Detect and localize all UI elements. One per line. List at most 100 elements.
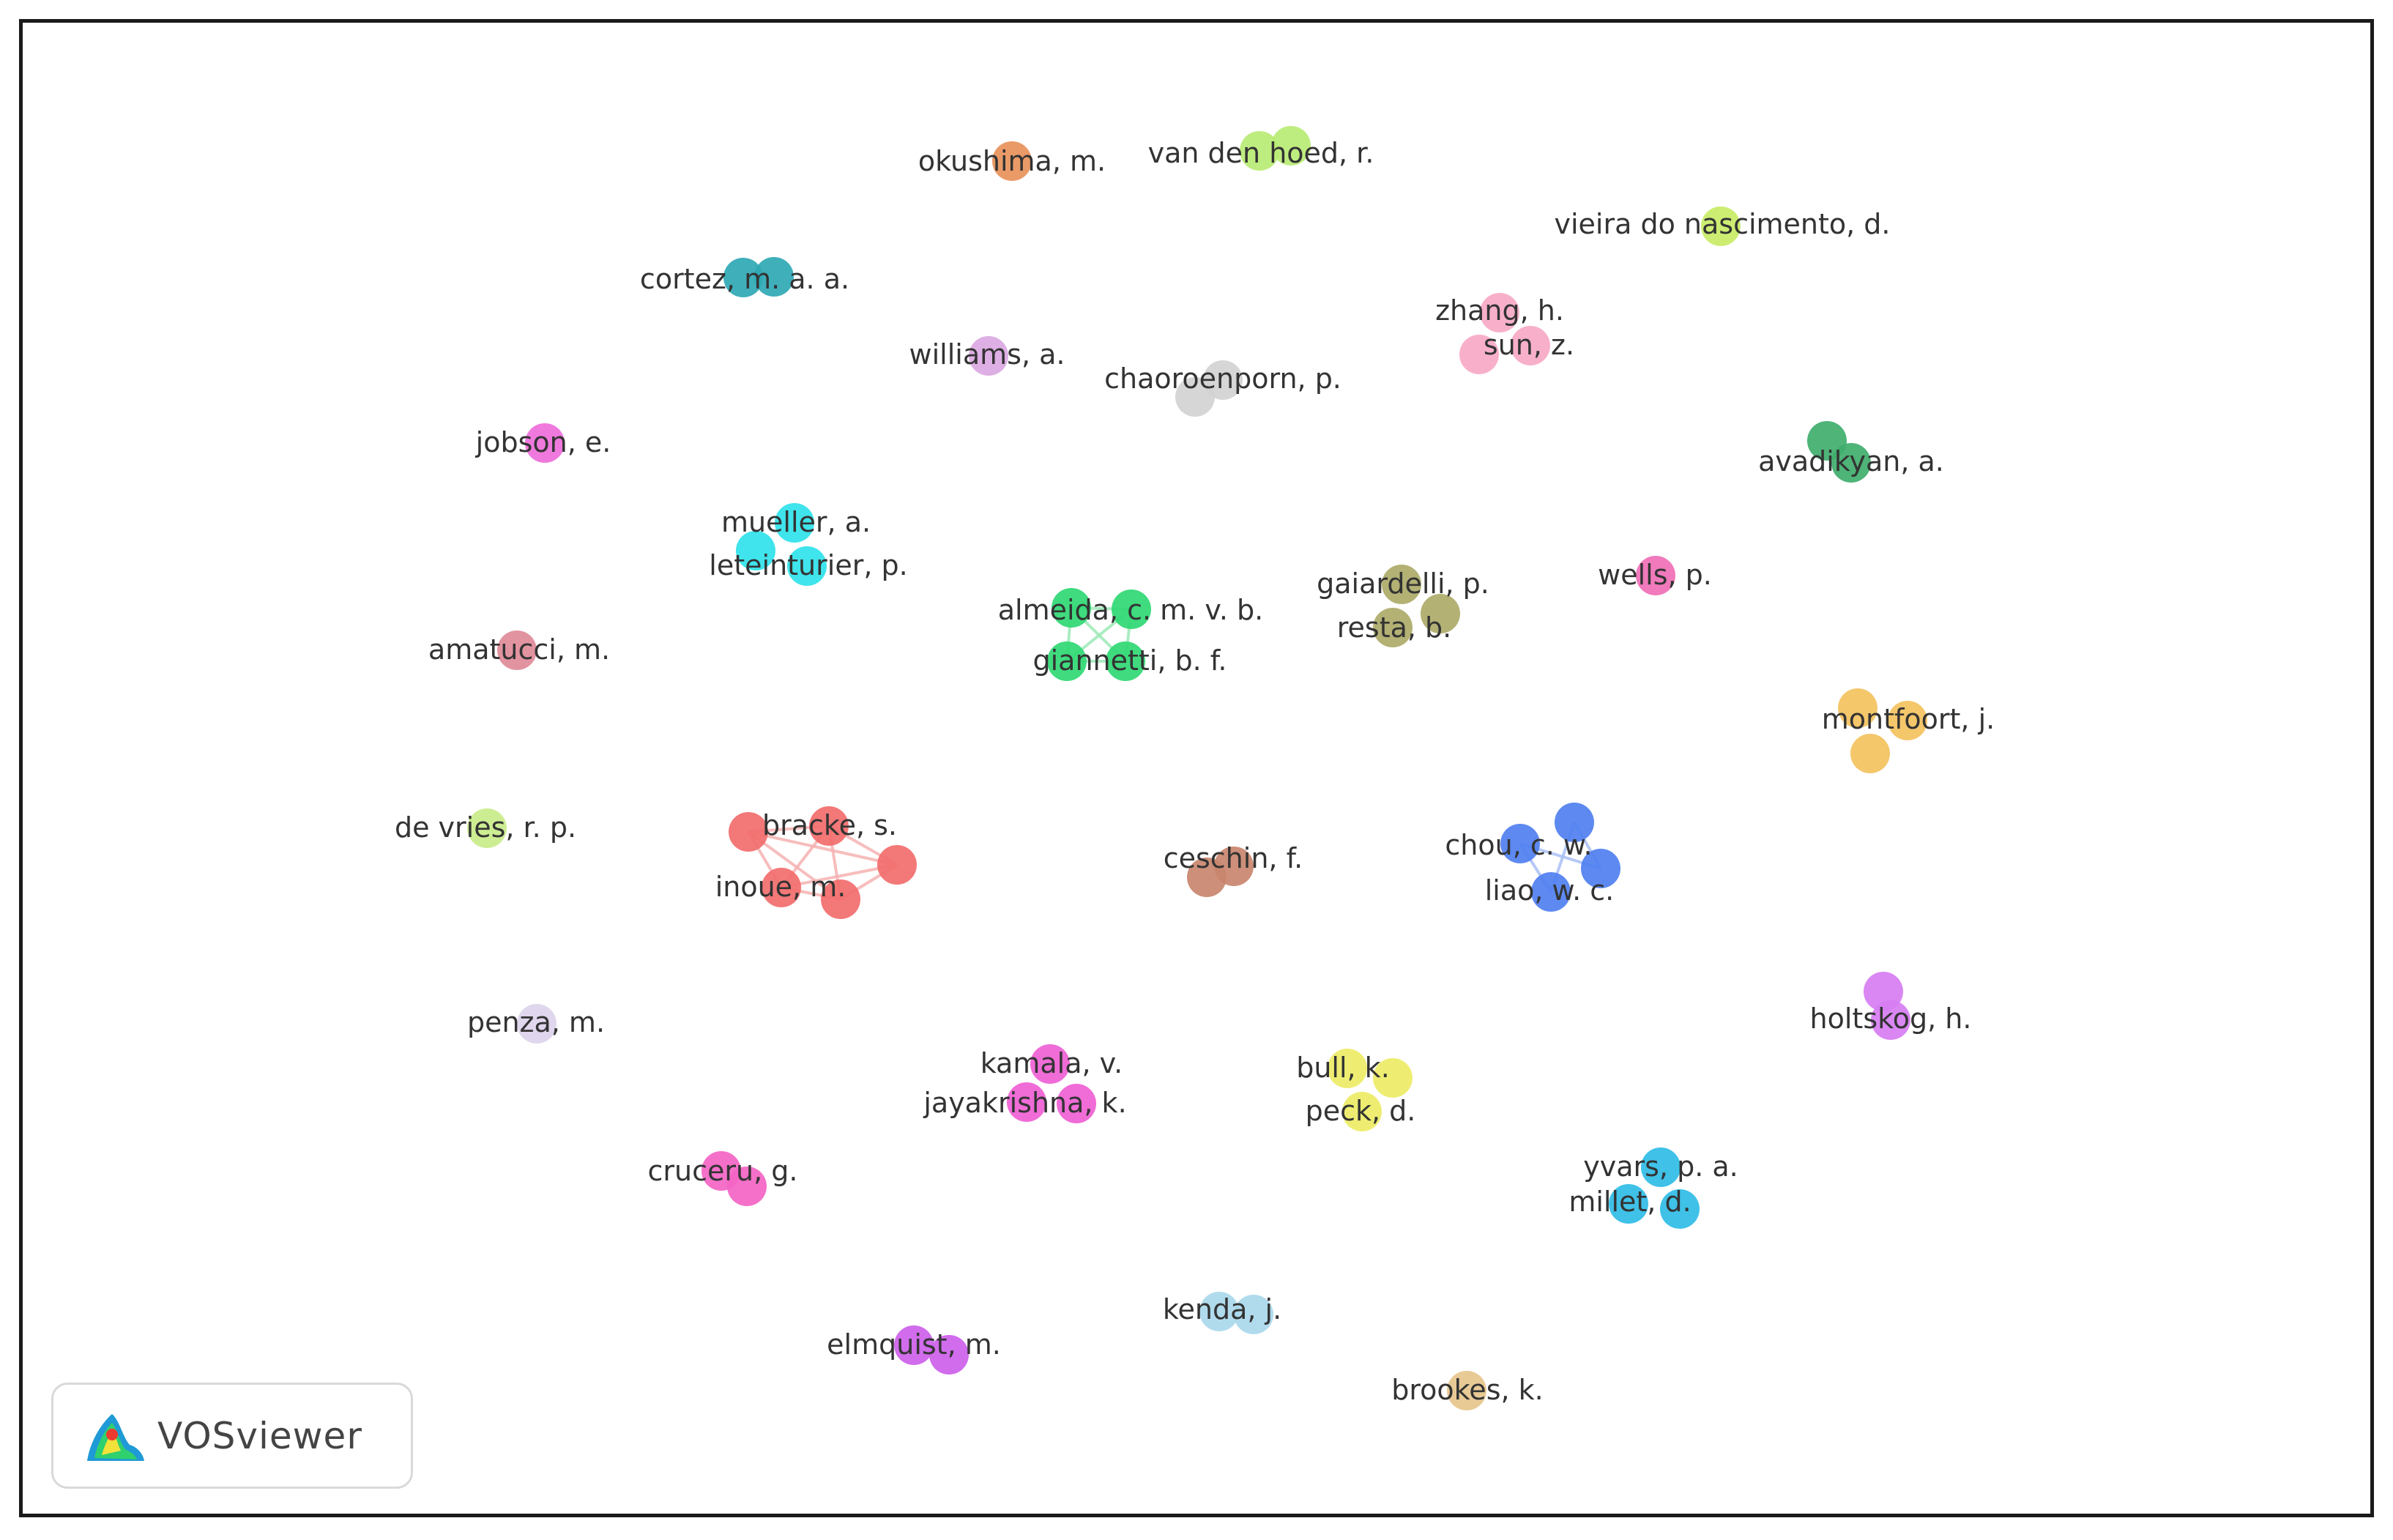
node-yvarsmillet-2[interactable] [1660,1189,1700,1229]
label-avadikyan[interactable]: avadikyan, a. [1758,445,1944,477]
label-vandenhoed[interactable]: van den hoed, r. [1148,137,1374,169]
label-brackeinoue[interactable]: bracke, s. [762,809,897,841]
node-kamalajayakrishna-0[interactable] [1030,1044,1070,1084]
node-avadikyan-1[interactable] [1831,443,1871,483]
node-montfoort-0[interactable] [1838,688,1877,728]
node-gaiardellirestab-0[interactable] [1382,565,1421,604]
label-elmquist[interactable]: elmquist, m. [827,1328,1001,1361]
label-penza[interactable]: penza, m. [467,1006,605,1038]
node-amatucci-0[interactable] [497,630,537,670]
node-cortez-0[interactable] [723,258,763,297]
label-kamalajayakrishna-2[interactable]: jayakrishna, k. [923,1087,1126,1119]
node-muellerleteinturier-0[interactable] [775,503,814,543]
label-okushima[interactable]: okushima, m. [918,145,1106,177]
node-brackeinoue-1[interactable] [809,806,849,846]
label-chouliao[interactable]: chou, c. w. [1445,829,1592,861]
node-holtskog-1[interactable] [1871,1000,1910,1040]
node-williams-0[interactable] [969,336,1008,376]
label-chouliao-2[interactable]: liao, w. c. [1485,874,1615,907]
node-yvarsmillet-1[interactable] [1609,1184,1648,1224]
label-yvarsmillet[interactable]: yvars, p. a. [1583,1150,1738,1183]
node-kamalajayakrishna-2[interactable] [1057,1084,1096,1123]
node-elmquist-0[interactable] [894,1325,934,1365]
label-muellerleteinturier-2[interactable]: leteinturier, p. [709,549,907,581]
node-jobson-0[interactable] [525,423,565,463]
label-vieira[interactable]: vieira do nascimento, d. [1554,208,1890,240]
node-kenda-0[interactable] [1199,1292,1239,1331]
node-devries-0[interactable] [467,808,507,848]
node-montfoort-2[interactable] [1850,734,1890,773]
node-muellerleteinturier-2[interactable] [787,546,827,586]
label-muellerleteinturier[interactable]: mueller, a. [721,506,871,538]
node-chouliao-1[interactable] [1555,803,1594,842]
node-bullpeck-1[interactable] [1373,1058,1413,1098]
label-bullpeck[interactable]: bull, k. [1296,1052,1390,1084]
node-chouliao-3[interactable] [1531,872,1571,912]
node-chouliao-2[interactable] [1581,849,1620,888]
label-cruceru[interactable]: cruceru, g. [648,1155,798,1187]
node-bullpeck-0[interactable] [1328,1049,1367,1088]
node-vandenhoed-1[interactable] [1271,126,1311,165]
label-jobson[interactable]: jobson, e. [475,426,611,458]
label-almeidagiannetti[interactable]: almeida, c. m. v. b. [998,594,1263,626]
node-almeidagiannetti-3[interactable] [1106,641,1145,681]
node-gaiardellirestab-1[interactable] [1421,594,1460,633]
labels-layer: okushima, m. van den hoed, r. vieira do na… [395,137,1995,1406]
node-montfoort-1[interactable] [1888,701,1927,740]
node-gaiardellirestab-2[interactable] [1373,608,1413,647]
node-brookes-0[interactable] [1447,1371,1486,1410]
node-chouliao-0[interactable] [1500,824,1540,863]
node-almeidagiannetti-2[interactable] [1047,641,1087,681]
node-brackeinoue-3[interactable] [762,868,801,907]
label-devries[interactable]: de vries, r. p. [395,811,576,844]
node-zhangsun-1[interactable] [1511,326,1550,365]
label-amatucci[interactable]: amatucci, m. [428,633,610,666]
vosviewer-logo-badge: VOSviewer [51,1383,413,1489]
label-montfoort[interactable]: montfoort, j. [1822,703,1995,735]
label-ceschin[interactable]: ceschin, f. [1164,842,1303,874]
label-zhangsun[interactable]: zhang, h. [1435,294,1564,327]
label-kenda[interactable]: kenda, j. [1163,1293,1281,1325]
node-almeidagiannetti-1[interactable] [1112,589,1151,629]
label-wells[interactable]: wells, p. [1598,559,1712,591]
node-brackeinoue-0[interactable] [729,812,768,852]
node-brackeinoue-4[interactable] [821,879,860,919]
node-yvarsmillet-0[interactable] [1641,1147,1681,1187]
label-kamalajayakrishna[interactable]: kamala, v. [980,1047,1123,1079]
node-cortez-1[interactable] [754,257,794,297]
node-chaoroenporn-1[interactable] [1203,360,1243,400]
label-gaiardellirestab-2[interactable]: resta, b. [1337,611,1452,644]
label-zhangsun-2[interactable]: sun, z. [1484,329,1574,361]
label-cortez[interactable]: cortez, m. a. a. [640,263,849,295]
node-wells-0[interactable] [1636,556,1675,595]
label-bullpeck-2[interactable]: peck, d. [1306,1095,1416,1127]
label-williams[interactable]: williams, a. [909,338,1065,371]
node-ceschin-1[interactable] [1214,847,1254,886]
label-gaiardellirestab[interactable]: gaiardelli, p. [1317,568,1489,600]
label-yvarsmillet-2[interactable]: millet, d. [1568,1186,1691,1218]
nodes-layer [467,126,1927,1410]
node-almeidagiannetti-0[interactable] [1052,588,1091,628]
node-zhangsun-2[interactable] [1459,335,1499,374]
network-map-frame [19,19,2374,1517]
label-brackeinoue-2[interactable]: inoue, m. [715,871,846,903]
node-bullpeck-2[interactable] [1342,1092,1382,1131]
node-okushima-0[interactable] [992,141,1032,181]
label-holtskog[interactable]: holtskog, h. [1810,1003,1972,1035]
node-vandenhoed-0[interactable] [1240,131,1279,171]
edge-brackeinoue-9 [748,830,898,866]
label-almeidagiannetti-2[interactable]: giannetti, b. f. [1033,644,1227,677]
node-elmquist-1[interactable] [929,1335,969,1375]
node-zhangsun-0[interactable] [1480,293,1519,332]
node-cruceru-1[interactable] [727,1167,767,1206]
label-chaoroenporn[interactable]: chaoroenporn, p. [1104,362,1341,395]
label-brookes[interactable]: brookes, k. [1391,1374,1543,1406]
node-kamalajayakrishna-1[interactable] [1007,1082,1046,1122]
node-brackeinoue-2[interactable] [877,845,917,885]
node-muellerleteinturier-1[interactable] [736,531,775,570]
vosviewer-logo-text: VOSviewer [157,1414,362,1457]
node-vieira-0[interactable] [1701,207,1741,246]
node-penza-0[interactable] [517,1004,557,1044]
node-kenda-1[interactable] [1234,1295,1273,1334]
